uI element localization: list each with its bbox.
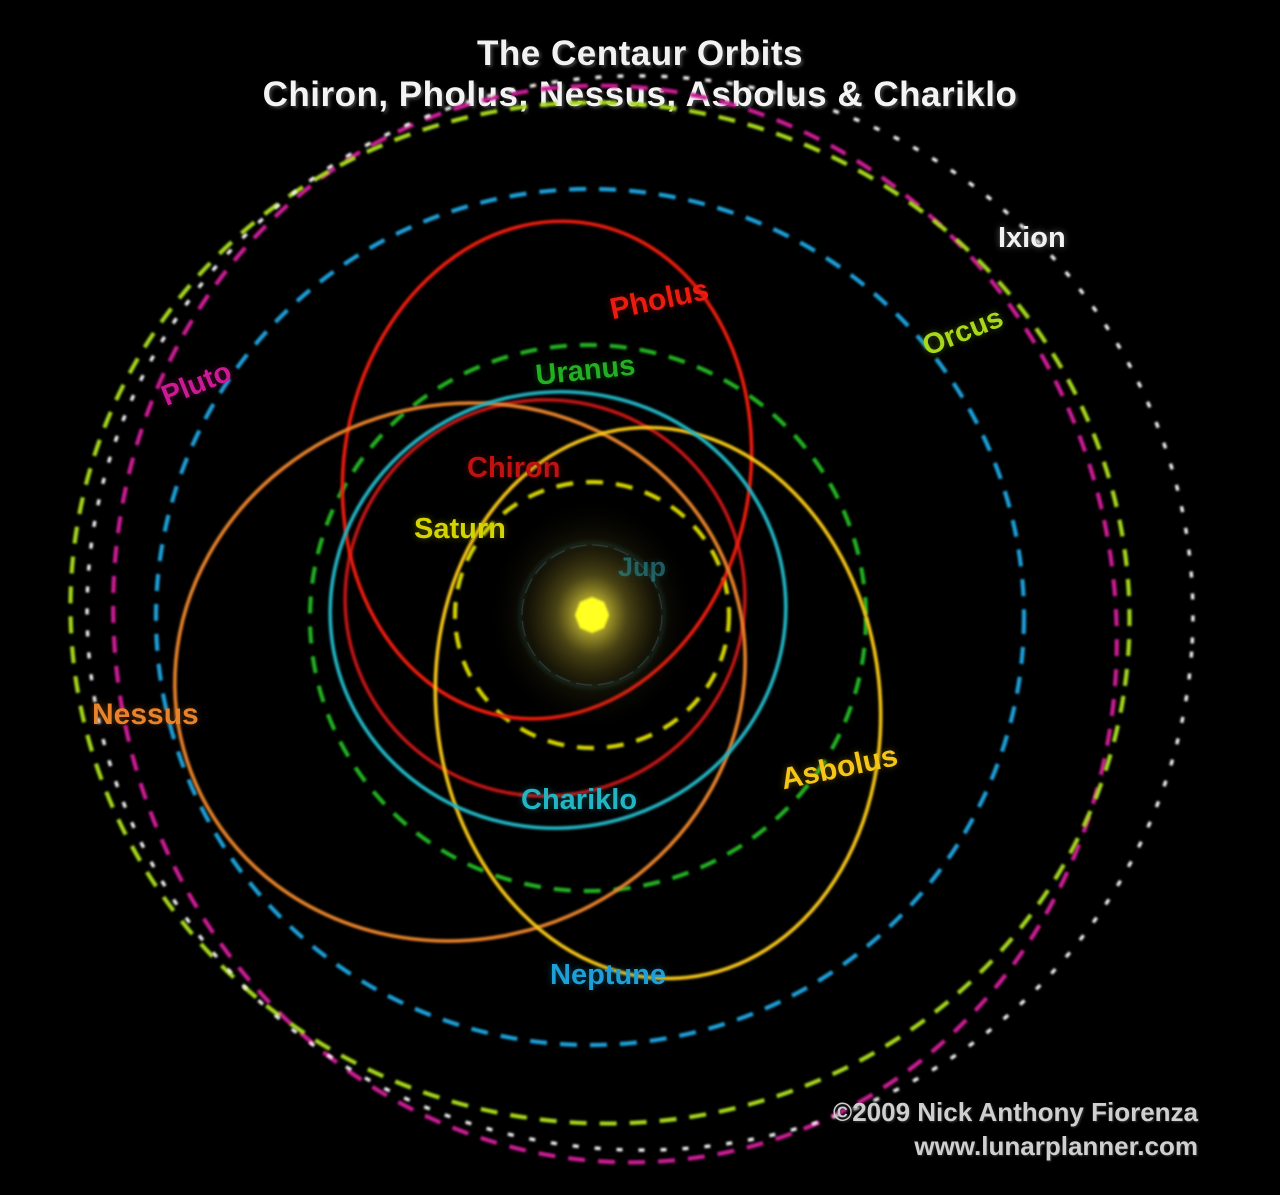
orbit-ixion — [85, 74, 1195, 1152]
orbit-chariklo — [328, 390, 788, 830]
sun-core — [575, 597, 609, 633]
jupiter-orbit-ring — [521, 544, 663, 686]
orbit-pluto — [111, 83, 1119, 1165]
orbit-ellipse-layer — [68, 74, 1195, 1165]
orbit-asbolus — [433, 425, 883, 981]
orbit-pholus — [340, 219, 754, 721]
sun-marker — [487, 497, 697, 733]
orbit-orcus — [68, 100, 1132, 1126]
orbit-nessus — [173, 401, 747, 943]
orbit-saturn — [452, 479, 732, 751]
orbit-neptune — [153, 186, 1027, 1048]
orbit-chiron — [343, 398, 747, 798]
